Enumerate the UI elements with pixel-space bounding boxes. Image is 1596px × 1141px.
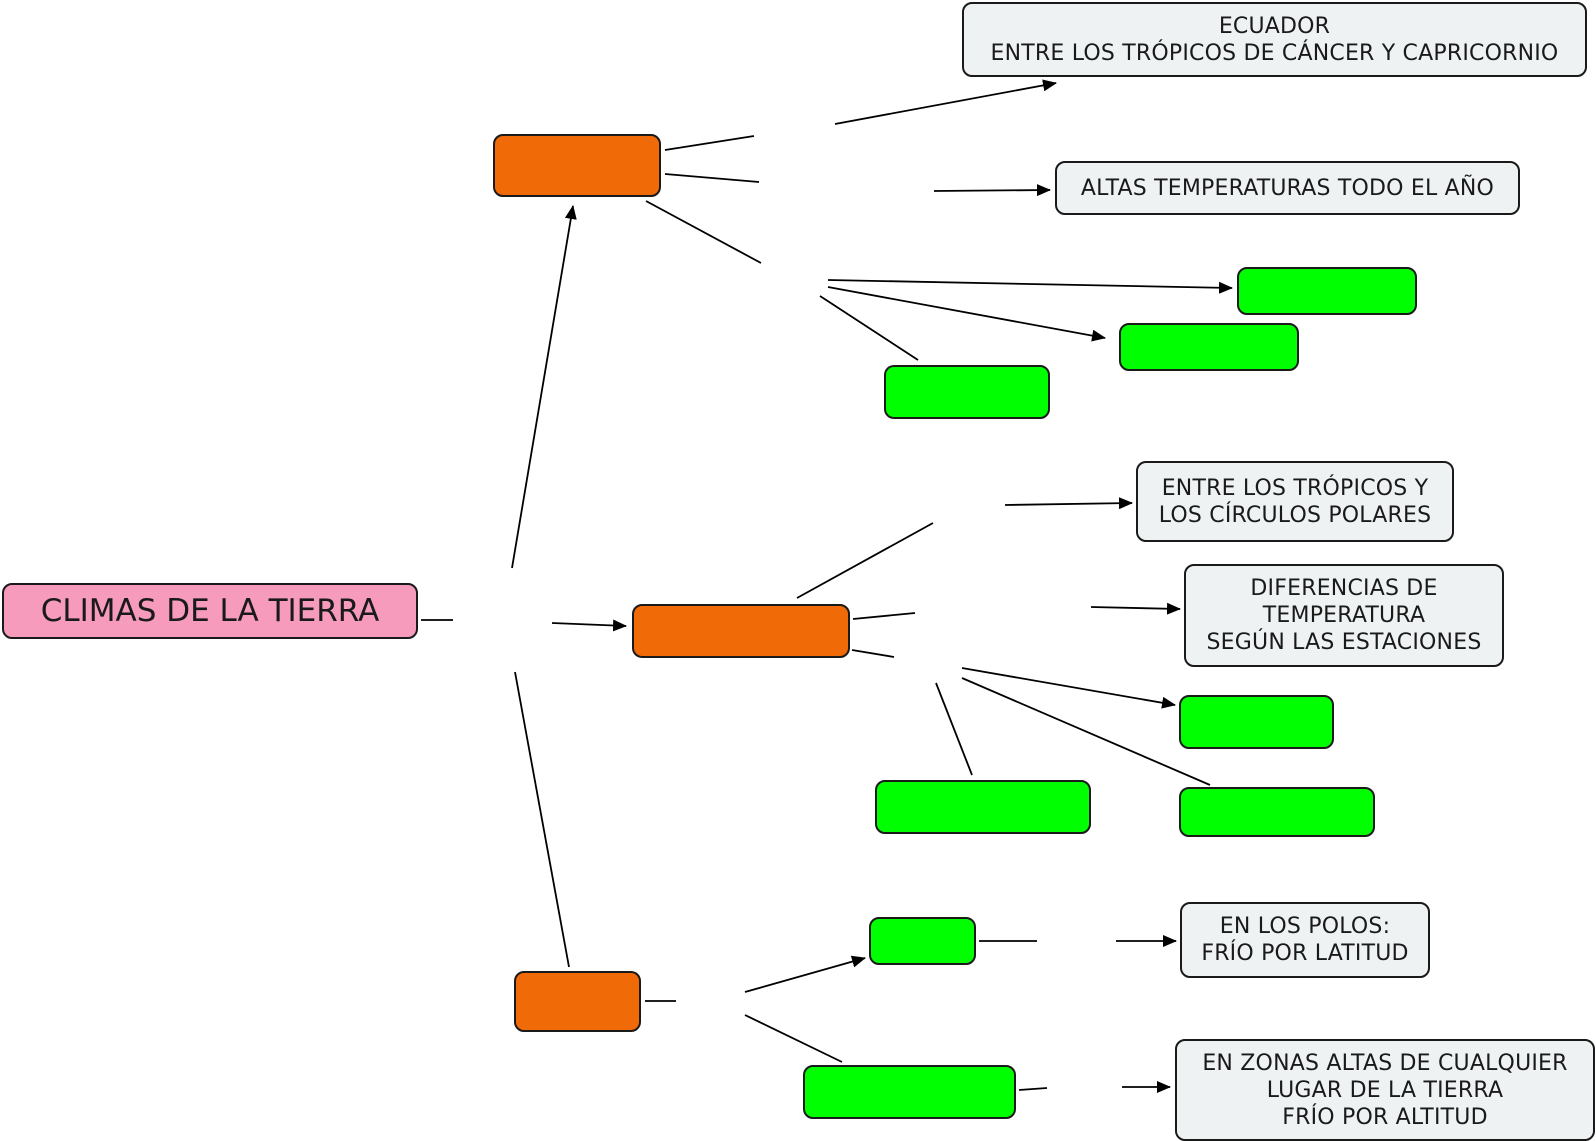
link-warm-sub-3-line xyxy=(819,295,919,361)
link-warm-sub-1-arrow xyxy=(827,279,1233,294)
category-node-temperate[interactable] xyxy=(632,604,850,658)
link-root-cold-line xyxy=(514,671,570,968)
link-diferencias-arrow xyxy=(1090,602,1181,615)
info-node-entre-tropicos[interactable]: ENTRE LOS TRÓPICOS Y LOS CÍRCULOS POLARE… xyxy=(1136,461,1454,542)
link-temperate-sub-3-line xyxy=(935,682,973,776)
stub-altitud-line xyxy=(1018,1087,1048,1091)
link-altas-temperaturas-arrow xyxy=(933,184,1051,197)
link-entre-tropicos-arrow xyxy=(1004,497,1133,510)
subtype-node-temperate-3[interactable] xyxy=(875,780,1091,834)
link-warm-sub-2-arrow xyxy=(827,286,1106,342)
link-cold-sub-2-line xyxy=(744,1014,843,1063)
info-polos-text: EN LOS POLOS: FRÍO POR LATITUD xyxy=(1201,914,1409,966)
info-node-polos[interactable]: EN LOS POLOS: FRÍO POR LATITUD xyxy=(1180,902,1430,978)
info-node-altitud[interactable]: EN ZONAS ALTAS DE CUALQUIER LUGAR DE LA … xyxy=(1175,1039,1595,1141)
stub-temperate-2-line xyxy=(852,612,916,620)
root-node-label: CLIMAS DE LA TIERRA xyxy=(40,593,380,629)
info-altas-temperaturas-text: ALTAS TEMPERATURAS TODO EL AÑO xyxy=(1080,175,1495,201)
link-temperate-sub-1-arrow xyxy=(961,667,1176,709)
link-root-warm-arrow xyxy=(511,205,577,569)
link-ecuador-arrow xyxy=(834,79,1057,125)
subtype-node-temperate-1[interactable] xyxy=(1179,695,1334,749)
subtype-node-temperate-2[interactable] xyxy=(1179,787,1375,837)
info-altitud-text: EN ZONAS ALTAS DE CUALQUIER LUGAR DE LA … xyxy=(1202,1050,1568,1130)
info-node-diferencias[interactable]: DIFERENCIAS DE TEMPERATURA SEGÚN LAS EST… xyxy=(1184,564,1504,667)
subtype-node-warm-2[interactable] xyxy=(1119,323,1299,371)
link-temperate-sub-2-line xyxy=(961,677,1211,786)
info-ecuador-text: ECUADOR ENTRE LOS TRÓPICOS DE CÁNCER Y C… xyxy=(990,13,1559,66)
stub-warm-1-line xyxy=(664,135,755,151)
info-diferencias-text: DIFERENCIAS DE TEMPERATURA SEGÚN LAS EST… xyxy=(1206,576,1482,655)
root-node-climas-de-la-tierra[interactable]: CLIMAS DE LA TIERRA xyxy=(2,583,418,639)
info-entre-tropicos-text: ENTRE LOS TRÓPICOS Y LOS CÍRCULOS POLARE… xyxy=(1158,475,1432,528)
link-root-temperate-arrow xyxy=(551,619,627,632)
info-node-altas-temperaturas[interactable]: ALTAS TEMPERATURAS TODO EL AÑO xyxy=(1055,161,1520,215)
category-node-cold[interactable] xyxy=(514,971,641,1032)
subtype-node-warm-1[interactable] xyxy=(1237,267,1417,315)
stub-warm-2-line xyxy=(664,173,760,183)
stub-temperate-1-line xyxy=(796,522,934,599)
category-node-warm[interactable] xyxy=(493,134,661,197)
subtype-node-cold-1[interactable] xyxy=(869,917,976,965)
stub-warm-3-line xyxy=(645,200,762,264)
subtype-node-warm-3[interactable] xyxy=(884,365,1050,419)
stub-temperate-3-line xyxy=(851,649,895,658)
info-node-ecuador[interactable]: ECUADOR ENTRE LOS TRÓPICOS DE CÁNCER Y C… xyxy=(962,2,1587,77)
subtype-node-cold-2[interactable] xyxy=(803,1065,1016,1119)
link-cold-sub-1-arrow xyxy=(744,955,866,993)
